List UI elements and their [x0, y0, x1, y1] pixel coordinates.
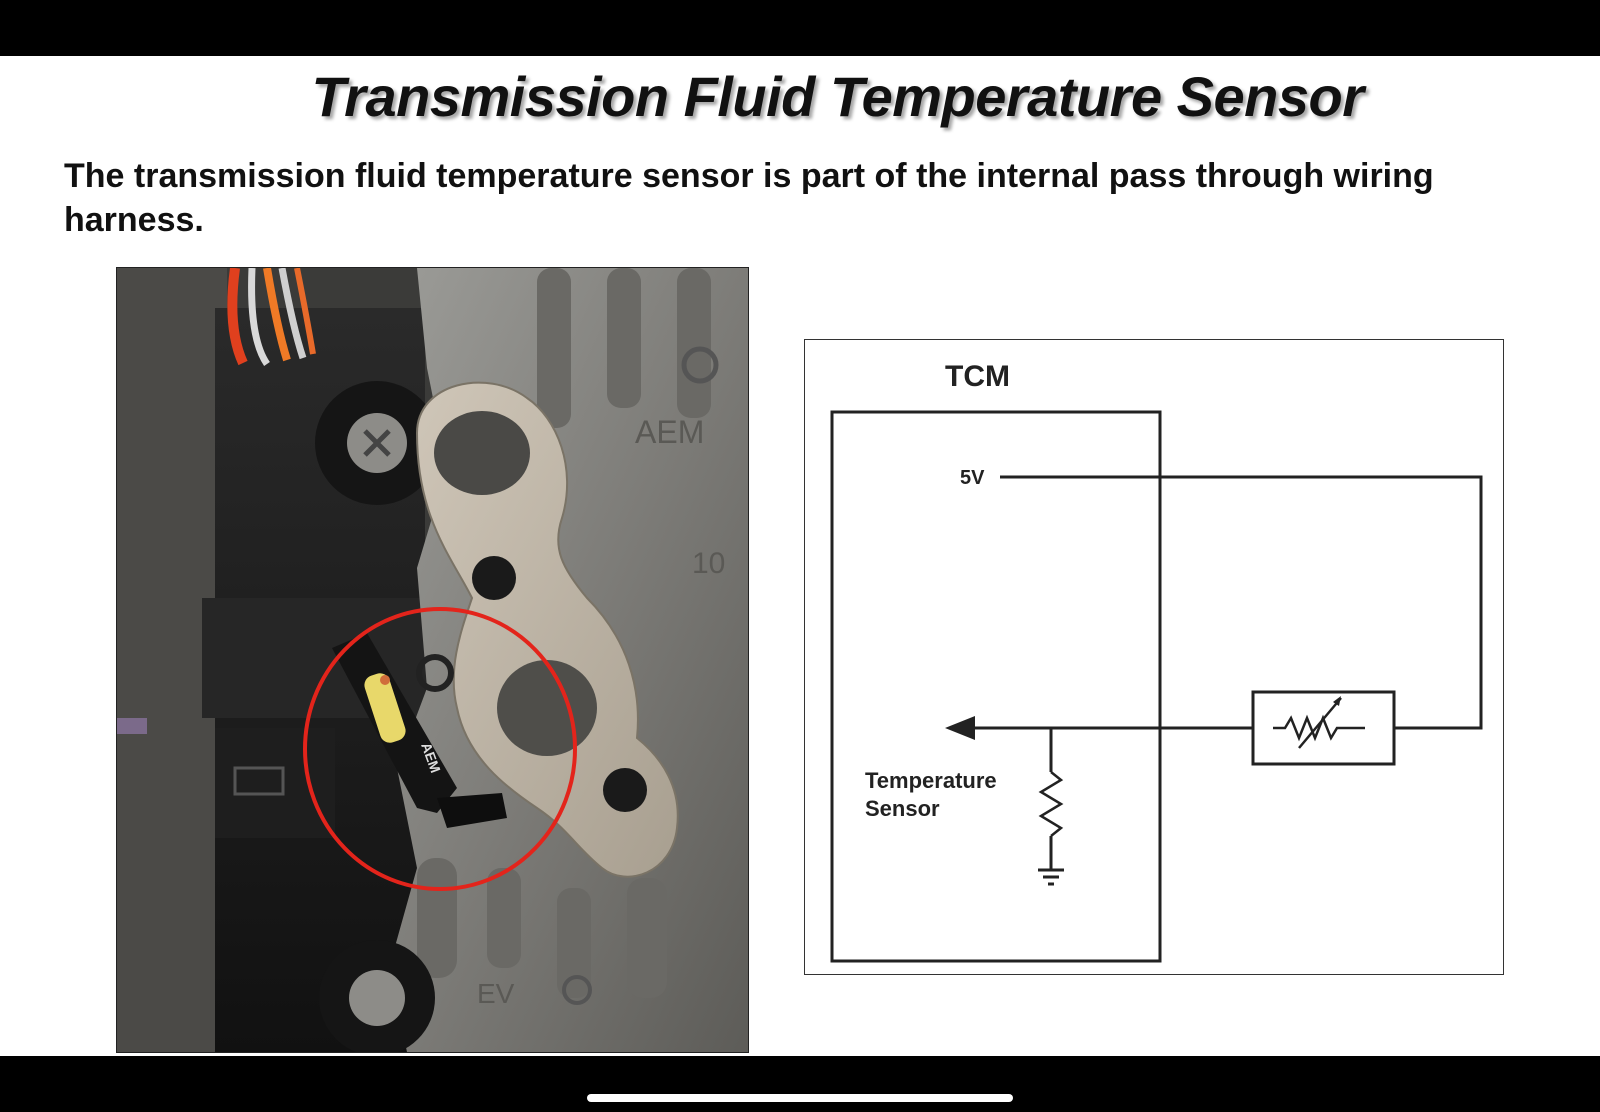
sensor-highlight-circle: [303, 607, 577, 891]
ground-icon: [1038, 868, 1064, 886]
casting-boss: [681, 346, 719, 384]
wire-bundle: [227, 268, 316, 366]
casting-ribs: [417, 268, 711, 998]
casting-text-2: 10: [692, 547, 725, 580]
plate-hole-2: [472, 556, 516, 600]
casting-text-1: AEM: [635, 414, 704, 450]
slide-subtitle: The transmission fluid temperature senso…: [64, 157, 1434, 239]
plate-hole-4: [603, 768, 647, 812]
slide-title: Transmission Fluid Temperature Sensor: [311, 65, 1364, 128]
bolt-bottom: [319, 940, 435, 1052]
tcm-box: [830, 410, 1162, 963]
plate-hole-3: [497, 660, 597, 756]
temperature-sensor: AEM: [332, 633, 507, 828]
plate-hole-1: [434, 411, 530, 495]
tcm-label: TCM: [945, 360, 1010, 393]
circuit-schematic: TCM 5V: [830, 360, 1483, 963]
sensor-yellow-tube: [364, 673, 406, 743]
slide: Transmission Fluid Temperature Sensor Th…: [0, 56, 1600, 1056]
sensor-label-line2: Sensor: [865, 796, 940, 821]
bolt-top: [315, 381, 439, 505]
circuit-diagram: TCM 5V: [804, 339, 1504, 975]
gasket-plate: [415, 381, 679, 878]
transmission-photo: AEM 10 EV AEM: [116, 267, 749, 1053]
arrow-left-icon: [945, 716, 975, 740]
latch-slot: [233, 766, 285, 796]
supply-wire: [1000, 475, 1483, 730]
connector-latch: [215, 728, 335, 838]
sensor-label-line1: Temperature: [865, 768, 997, 793]
home-indicator[interactable]: [587, 1094, 1013, 1102]
fixed-resistor-icon: [1038, 728, 1064, 870]
small-connector: [117, 718, 147, 734]
transmission-photo-illustration: AEM 10 EV AEM: [117, 268, 748, 1052]
casting-text-3: EV: [477, 978, 515, 1009]
voltage-label: 5V: [960, 467, 985, 489]
variable-resistor-icon: [1251, 690, 1396, 766]
casting-boss-small: [562, 975, 592, 1005]
